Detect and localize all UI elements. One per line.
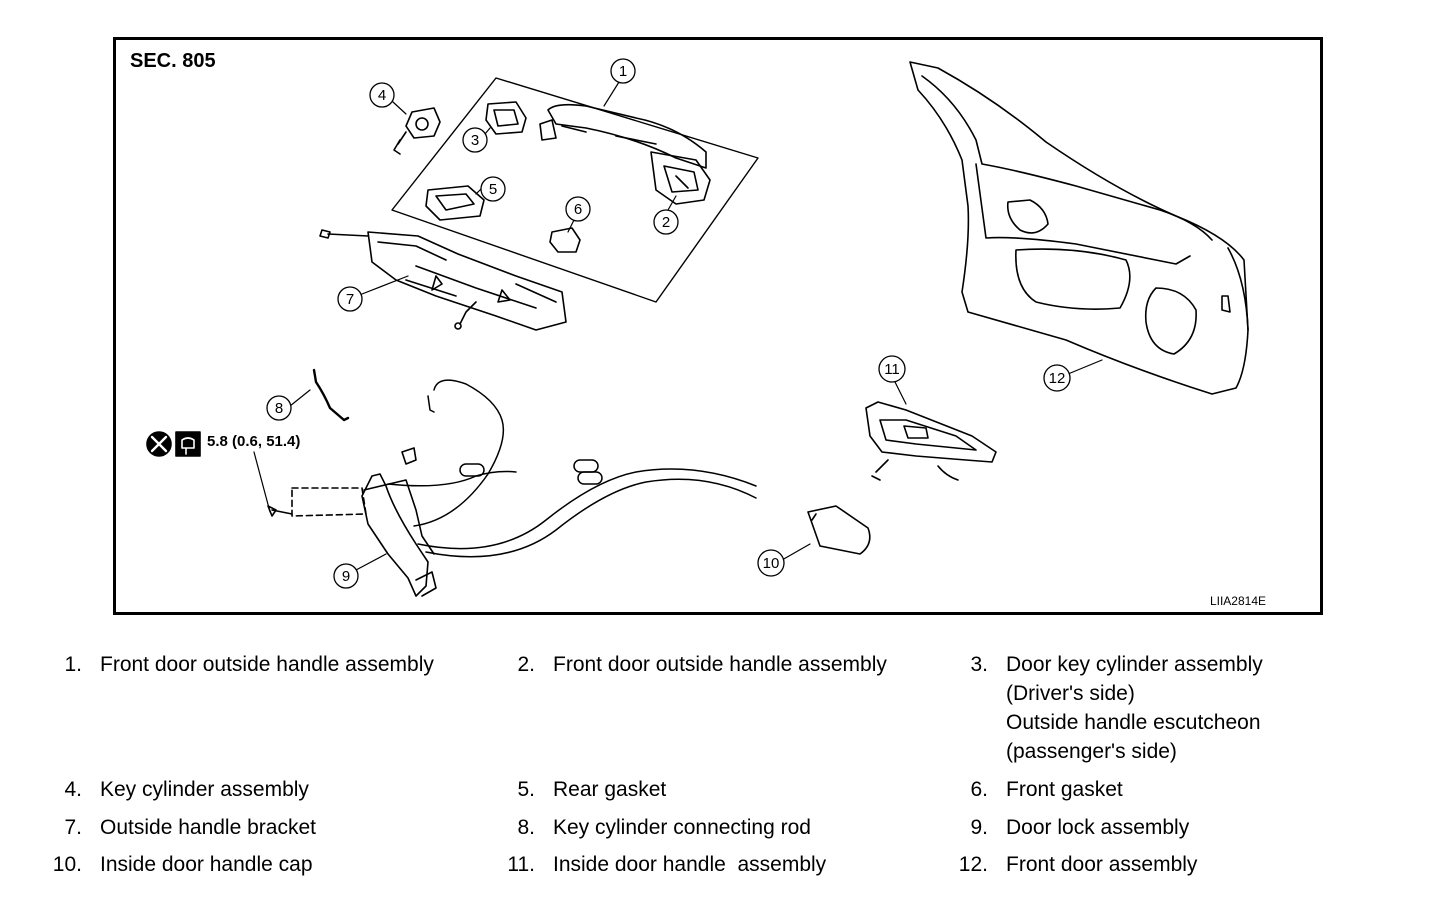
- part-outside-handle-bracket: [319, 229, 567, 331]
- legend-text: Outside handle escutcheon: [1006, 711, 1261, 734]
- callout-3: 3: [462, 127, 488, 153]
- legend-item-1: 1. Front door outside handle assembly: [64, 650, 434, 679]
- callout-2: 2: [653, 209, 679, 235]
- legend-text: Key cylinder assembly: [100, 778, 309, 801]
- legend-text: Key cylinder connecting rod: [553, 816, 811, 839]
- svg-text:7: 7: [346, 291, 354, 308]
- callout-10: 10: [757, 549, 785, 577]
- legend-number: 6.: [970, 778, 988, 801]
- callout-11: 11: [878, 355, 906, 383]
- legend-text: Inside door handle cap: [100, 853, 313, 876]
- legend-text: Front gasket: [1006, 778, 1123, 801]
- legend-number: 5.: [517, 778, 535, 801]
- legend-item-9: 9. Door lock assembly: [970, 813, 1190, 842]
- part-front-door: [909, 61, 1249, 395]
- part-front-gasket: [549, 227, 581, 253]
- part-door-lock: [267, 447, 437, 597]
- legend-item-8: 8. Key cylinder connecting rod: [517, 813, 811, 842]
- legend-item-12: 12. Front door assembly: [959, 850, 1198, 879]
- legend-number: 7.: [64, 816, 82, 839]
- legend-item-7: 7. Outside handle bracket: [64, 813, 316, 842]
- svg-text:8: 8: [275, 400, 283, 417]
- legend-item-2: 2. Front door outside handle assembly: [517, 650, 887, 679]
- part-inside-handle: [865, 401, 997, 481]
- legend-item-5: 5. Rear gasket: [517, 775, 667, 804]
- legend-item-6: 6. Front gasket: [970, 775, 1123, 804]
- legend-text: Inside door handle assembly: [553, 853, 827, 876]
- legend-text: Door lock assembly: [1006, 816, 1190, 839]
- exploded-diagram-frame: 1 2 3 4 5 6 7 8 9 10 11 12 SEC. 805 5.8 …: [113, 37, 1323, 615]
- legend-text: (passenger's side): [1006, 740, 1177, 763]
- legend-text: Front door outside handle assembly: [100, 653, 434, 676]
- svg-text:10: 10: [763, 555, 780, 572]
- svg-text:9: 9: [342, 568, 350, 585]
- svg-text:12: 12: [1049, 370, 1066, 387]
- legend-number: 11.: [507, 853, 535, 876]
- svg-text:3: 3: [471, 132, 479, 149]
- legend-number: 12.: [958, 853, 988, 876]
- legend-text: Outside handle bracket: [100, 816, 316, 839]
- callout-markers: 1 2 3 4 5 6 7 8 9 10 11 12: [266, 58, 1071, 589]
- legend-text: (Driver's side): [1006, 682, 1135, 705]
- leader-lines: [253, 81, 1103, 571]
- callout-6: 6: [565, 196, 591, 222]
- exploded-diagram: 1 2 3 4 5 6 7 8 9 10 11 12: [146, 58, 1249, 597]
- legend-text: Front door assembly: [1006, 853, 1198, 876]
- torque-wrench-icon: [175, 431, 201, 457]
- legend-item-11: 11. Inside door handle assembly: [507, 850, 827, 879]
- svg-text:2: 2: [662, 214, 670, 231]
- legend-item-3: 3. Door key cylinder assembly (Driver's …: [970, 650, 1263, 766]
- svg-text:4: 4: [378, 87, 386, 104]
- svg-text:6: 6: [574, 201, 582, 218]
- legend-number: 2.: [517, 653, 535, 676]
- svg-text:5: 5: [489, 181, 497, 198]
- svg-text:1: 1: [619, 63, 627, 80]
- figure-code: LIIA2814E: [1209, 594, 1266, 608]
- callout-5: 5: [480, 176, 506, 202]
- legend-text: Front door outside handle assembly: [553, 653, 887, 676]
- part-escutcheon: [485, 101, 527, 135]
- legend-number: 10.: [52, 853, 82, 876]
- torque-spec: 5.8 (0.6, 51.4): [207, 433, 301, 450]
- callout-8: 8: [266, 395, 292, 421]
- torque-icons: [146, 431, 201, 457]
- legend-number: 4.: [64, 778, 82, 801]
- part-connecting-rod: [312, 368, 350, 422]
- legend-item-10: 10. Inside door handle cap: [53, 850, 313, 879]
- legend-number: 8.: [517, 816, 535, 839]
- part-key-cylinder: [393, 107, 441, 155]
- legend-number: 3.: [970, 653, 988, 676]
- callout-4: 4: [369, 82, 395, 108]
- part-inside-handle-cap: [807, 505, 871, 555]
- legend-text: Door key cylinder assembly: [1006, 653, 1263, 676]
- legend-text: Rear gasket: [553, 778, 667, 801]
- handle-parts-inset-box: [391, 77, 759, 303]
- part-outside-handle: [539, 103, 707, 169]
- part-handle-clip: [650, 151, 711, 205]
- callout-1: 1: [610, 58, 636, 84]
- legend-item-4: 4. Key cylinder assembly: [64, 775, 309, 804]
- svg-text:11: 11: [884, 361, 900, 378]
- callout-9: 9: [333, 563, 359, 589]
- callout-12: 12: [1043, 364, 1071, 392]
- lock-cables: [387, 379, 757, 558]
- part-rear-gasket: [425, 185, 485, 221]
- legend-number: 1.: [64, 653, 82, 676]
- legend-number: 9.: [970, 816, 988, 839]
- section-label: SEC. 805: [130, 50, 216, 72]
- callout-7: 7: [337, 286, 363, 312]
